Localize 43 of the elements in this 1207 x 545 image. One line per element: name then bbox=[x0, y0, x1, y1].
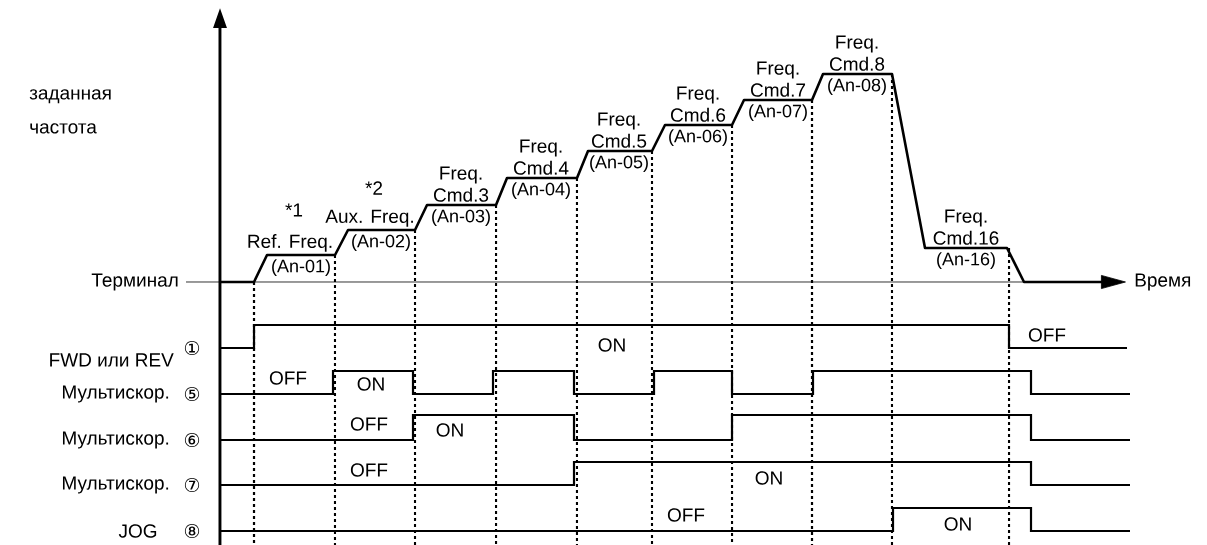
signal-name: Мультискор. bbox=[63, 385, 169, 403]
signal-name: JOG bbox=[118, 524, 157, 538]
parameter-label: (An-02) bbox=[352, 234, 410, 251]
footnote-mark: *1 bbox=[285, 203, 303, 217]
state-label: ON bbox=[357, 377, 384, 391]
step-label: Freq. Cmd.6 bbox=[671, 86, 726, 122]
signal-name: Мультискор. bbox=[63, 431, 169, 449]
state-label: ON bbox=[755, 471, 782, 485]
state-label: OFF bbox=[269, 371, 307, 385]
step-label: Aux. Freq. bbox=[325, 209, 413, 227]
state-label: OFF bbox=[1028, 328, 1066, 342]
terminal-number: ⑥ bbox=[184, 432, 200, 448]
step-label: Freq. Cmd.8 bbox=[830, 35, 885, 71]
axis-label: заданная частота bbox=[29, 89, 111, 134]
parameter-label: (An-04) bbox=[512, 182, 570, 199]
signal-name: FWD или REV bbox=[50, 353, 174, 367]
step-label: Freq. Cmd.5 bbox=[592, 112, 647, 148]
state-label: ON bbox=[598, 338, 625, 352]
signal-name: Мультискор. bbox=[63, 476, 169, 494]
state-label: ON bbox=[944, 517, 971, 531]
state-label: OFF bbox=[350, 463, 388, 477]
step-label: Freq. Cmd.4 bbox=[514, 139, 569, 175]
state-label: OFF bbox=[350, 417, 388, 431]
terminal-number: ① bbox=[184, 340, 200, 356]
parameter-label: (An-01) bbox=[272, 259, 330, 276]
parameter-label: (An-08) bbox=[828, 78, 886, 95]
footnote-mark: *2 bbox=[365, 181, 383, 195]
parameter-label: (An-06) bbox=[669, 129, 727, 146]
step-label: Ref. Freq. bbox=[248, 234, 332, 252]
step-label: Freq. Cmd.16 bbox=[933, 209, 999, 245]
state-label: ON bbox=[436, 423, 463, 437]
axis-label: Терминал bbox=[91, 273, 178, 291]
parameter-label: (An-16) bbox=[937, 252, 995, 269]
step-label: Freq. Cmd.7 bbox=[751, 61, 806, 97]
parameter-label: (An-03) bbox=[432, 209, 490, 226]
axis-label: Время bbox=[1135, 273, 1191, 291]
parameter-label: (An-07) bbox=[749, 104, 807, 121]
parameter-label: (An-05) bbox=[590, 155, 648, 172]
state-label: OFF bbox=[667, 508, 705, 522]
terminal-number: ⑧ bbox=[184, 523, 200, 539]
terminal-number: ⑤ bbox=[184, 386, 200, 402]
step-label: Freq. Cmd.3 bbox=[434, 166, 489, 202]
terminal-number: ⑦ bbox=[184, 477, 200, 493]
